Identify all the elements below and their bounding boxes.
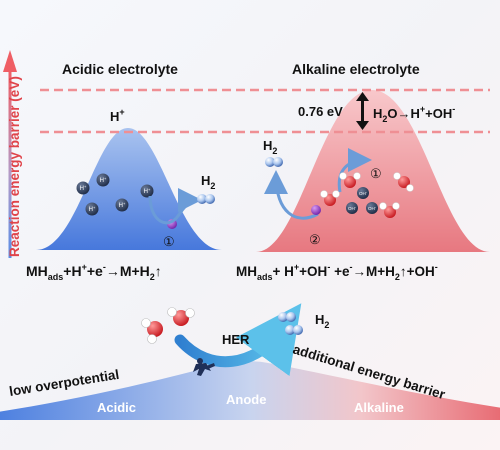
oh-1: OH- [357, 187, 369, 199]
acidic-h2-label: H2 [201, 173, 215, 191]
energy-axis: Reaction energy barrier (eV) [3, 50, 22, 258]
alkaline-hydroxide-ions: OH- OH- OH- [346, 187, 378, 214]
climber-icon [193, 358, 215, 376]
acidic-title: Acidic electrolyte [62, 61, 178, 77]
electrolyte-landscape [0, 361, 500, 420]
svg-text:OH-: OH- [368, 205, 377, 211]
barrier-value: 0.76 eV [298, 104, 343, 119]
svg-text:H+: H+ [100, 176, 107, 184]
ion-4: H+ [115, 198, 129, 212]
alkaline-region-label: Alkaline [354, 400, 404, 415]
oh-2: OH- [346, 202, 358, 214]
svg-text:OH-: OH- [359, 190, 368, 196]
barrier-double-arrow [356, 92, 369, 130]
alkaline-adsorbed-h [311, 205, 321, 215]
svg-text:OH-: OH- [348, 205, 357, 211]
acidic-equation: MHads+H++e-→M+H2↑ [26, 262, 162, 282]
alkaline-water-molecules [320, 172, 414, 218]
acidic-reaction-arrow [148, 188, 202, 225]
anode-region-label: Anode [226, 392, 266, 407]
her-arrow [174, 303, 302, 377]
her-label: HER [222, 332, 250, 347]
y-axis-label: Reaction energy barrier (eV) [7, 76, 22, 257]
water-2 [393, 172, 414, 192]
acidic-proton-label: H+ [110, 107, 125, 124]
alkaline-step-2: ② [309, 232, 321, 247]
her-water-molecules [141, 307, 195, 344]
water-dissociation: H2O→H++OH- [373, 104, 455, 124]
acidic-h2-molecule [197, 194, 215, 204]
alkaline-return-arrow [264, 170, 319, 220]
alkaline-equation: MHads+ H++OH- +e-→M+H2↑+OH- [236, 262, 438, 282]
water-1 [339, 172, 361, 188]
ion-1: H+ [96, 173, 110, 187]
water-4 [320, 190, 340, 206]
alkaline-h2-molecule [265, 157, 283, 167]
alkaline-title: Alkaline electrolyte [292, 61, 420, 77]
energy-level-lines [40, 88, 490, 134]
svg-text:H+: H+ [89, 205, 96, 213]
ion-2: H+ [76, 181, 90, 195]
alkaline-water-arrow [337, 148, 372, 193]
acidic-step-1: ① [163, 234, 175, 249]
her-h2-label: H2 [315, 312, 329, 330]
alkaline-step-1: ① [370, 166, 382, 181]
svg-text:H+: H+ [144, 187, 151, 195]
water-3 [379, 202, 400, 218]
acidic-barrier-curve [36, 128, 222, 250]
svg-text:H+: H+ [80, 184, 87, 192]
svg-text:H+: H+ [119, 201, 126, 209]
ion-3: H+ [85, 202, 99, 216]
ion-5: H+ [140, 184, 154, 198]
her-h2-molecules [278, 312, 303, 335]
oh-3: OH- [366, 202, 378, 214]
alkaline-h2-label: H2 [263, 138, 277, 156]
acidic-proton-ions: H+ H+ H+ H+ H+ [76, 173, 154, 216]
acidic-region-label: Acidic [97, 400, 136, 415]
